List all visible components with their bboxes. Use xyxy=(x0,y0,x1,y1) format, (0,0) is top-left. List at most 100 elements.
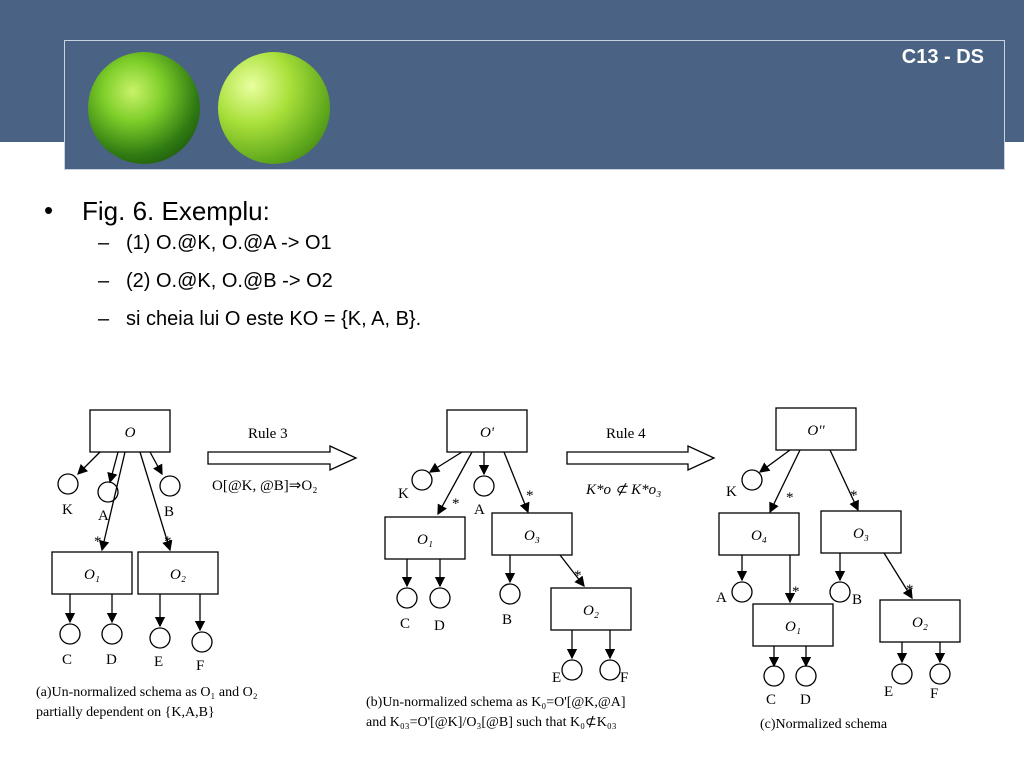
dash-icon: – xyxy=(98,308,110,330)
sub-bullet-2: – (2) O.@K, O.@B -> O2 xyxy=(44,270,421,308)
a-star-1: * xyxy=(94,534,102,550)
b-caption-1: (b)Un-normalized schema as K₀=O'[@K,@A] xyxy=(366,695,626,710)
a-text-C: C xyxy=(62,652,72,668)
c-leaf-E xyxy=(891,663,913,685)
c-leaf-A xyxy=(731,581,753,603)
header-panel xyxy=(64,40,1005,170)
b-node-O2 xyxy=(550,587,632,631)
b-text-D: D xyxy=(434,618,445,634)
c-caption: (c)Normalized schema xyxy=(760,717,888,732)
c-text-C: C xyxy=(766,692,776,708)
b-label-O2: O₂ xyxy=(583,603,599,619)
a-text-F: F xyxy=(196,658,204,674)
a-label-O: O xyxy=(125,425,136,441)
c-text-K: K xyxy=(726,484,737,500)
b-caption-2: and K₀₃=O'[@K]/O₃[@B] such that K₀⊄K₀₃ xyxy=(366,715,617,730)
bullet-main: • Fig. 6. Exemplu: xyxy=(44,195,421,232)
b-text-F: F xyxy=(620,670,628,686)
a-leaf-D xyxy=(101,623,123,645)
bullet-dot-icon: • xyxy=(44,195,54,225)
rule3-formula: O[@K, @B]⇒O₂ xyxy=(212,478,317,494)
sub-bullet-2-text: (2) O.@K, O.@B -> O2 xyxy=(126,270,333,292)
c-node-O1 xyxy=(752,603,834,647)
b-label-O: O' xyxy=(480,425,495,441)
b-node-O1 xyxy=(384,516,466,560)
c-text-A: A xyxy=(716,590,727,606)
b-node-O3 xyxy=(491,512,573,556)
schema-diagram: O O₁ O₂ K A B C D E F * * (a)Un-normaliz… xyxy=(36,407,961,732)
a-leaf-K xyxy=(57,473,79,495)
rule4-arrow xyxy=(566,444,716,472)
a-leaf-A xyxy=(97,481,119,503)
b-label-O3: O₃ xyxy=(524,528,540,544)
b-node-O xyxy=(446,409,528,453)
c-text-B: B xyxy=(852,592,862,608)
a-node-O2 xyxy=(137,551,219,595)
sub-bullet-1: – (1) O.@K, O.@A -> O1 xyxy=(44,232,421,270)
c-node-O4 xyxy=(718,512,800,556)
a-text-D: D xyxy=(106,652,117,668)
c-leaf-K xyxy=(741,469,763,491)
slide-tag: C13 - DS xyxy=(901,46,984,68)
c-leaf-F xyxy=(929,663,951,685)
c-leaf-B xyxy=(829,581,851,603)
b-leaf-E xyxy=(561,659,583,681)
c-leaf-C xyxy=(763,665,785,687)
b-leaf-D xyxy=(429,587,451,609)
a-leaf-F xyxy=(191,631,213,653)
a-leaf-B xyxy=(159,475,181,497)
c-label-O: O'' xyxy=(807,423,825,439)
c-star-2: * xyxy=(850,488,858,504)
sub-bullet-3-text: si cheia lui O este KO = {K, A, B}. xyxy=(126,308,422,330)
b-leaf-A xyxy=(473,475,495,497)
b-star-1: * xyxy=(452,496,460,512)
b-text-C: C xyxy=(400,616,410,632)
c-star-4: * xyxy=(906,582,914,598)
c-star-1: * xyxy=(786,490,794,506)
a-star-2: * xyxy=(164,534,172,550)
b-leaf-K xyxy=(411,469,433,491)
a-text-K: K xyxy=(62,502,73,518)
c-text-E: E xyxy=(884,684,893,700)
c-leaf-D xyxy=(795,665,817,687)
bullet-list: • Fig. 6. Exemplu: – (1) O.@K, O.@A -> O… xyxy=(44,195,421,346)
a-text-B: B xyxy=(164,504,174,520)
b-text-A: A xyxy=(474,502,485,518)
rule4-label: Rule 4 xyxy=(606,426,646,442)
c-label-O2: O₂ xyxy=(912,615,928,631)
c-node-O xyxy=(775,407,857,451)
rule3-arrow xyxy=(207,444,358,472)
a-node-O xyxy=(89,409,171,453)
sub-bullet-3: – si cheia lui O este KO = {K, A, B}. xyxy=(44,308,421,346)
a-caption-1: (a)Un-normalized schema as O₁ and O₂ xyxy=(36,685,258,700)
b-leaf-C xyxy=(396,587,418,609)
c-text-F: F xyxy=(930,686,938,702)
dash-icon: – xyxy=(98,270,110,292)
leaf-photo-1 xyxy=(88,52,200,164)
b-leaf-F xyxy=(599,659,621,681)
rule3-label: Rule 3 xyxy=(248,426,288,442)
c-node-O2 xyxy=(879,599,961,643)
c-star-3: * xyxy=(792,584,800,600)
a-text-E: E xyxy=(154,654,163,670)
dash-icon: – xyxy=(98,232,110,254)
c-label-O3: O₃ xyxy=(853,526,869,542)
b-star-3: * xyxy=(574,568,582,584)
c-label-O1: O₁ xyxy=(785,619,801,635)
c-node-O3 xyxy=(820,510,902,554)
b-text-K: K xyxy=(398,486,409,502)
b-text-B: B xyxy=(502,612,512,628)
a-text-A: A xyxy=(98,508,109,524)
schema-figure: O O₁ O₂ K A B C D E F * * (a)Un-normaliz… xyxy=(0,390,1024,755)
b-star-2: * xyxy=(526,488,534,504)
b-leaf-B xyxy=(499,583,521,605)
leaf-photo-2 xyxy=(218,52,330,164)
sub-bullet-1-text: (1) O.@K, O.@A -> O1 xyxy=(126,232,332,254)
a-leaf-E xyxy=(149,627,171,649)
a-node-O1 xyxy=(51,551,133,595)
a-leaf-C xyxy=(59,623,81,645)
a-label-O1: O₁ xyxy=(84,567,100,583)
bullet-main-text: Fig. 6. Exemplu: xyxy=(82,196,270,226)
rule4-formula: K*o ⊄ K*o₃ xyxy=(585,482,661,498)
a-caption-2: partially dependent on {K,A,B} xyxy=(36,705,215,720)
